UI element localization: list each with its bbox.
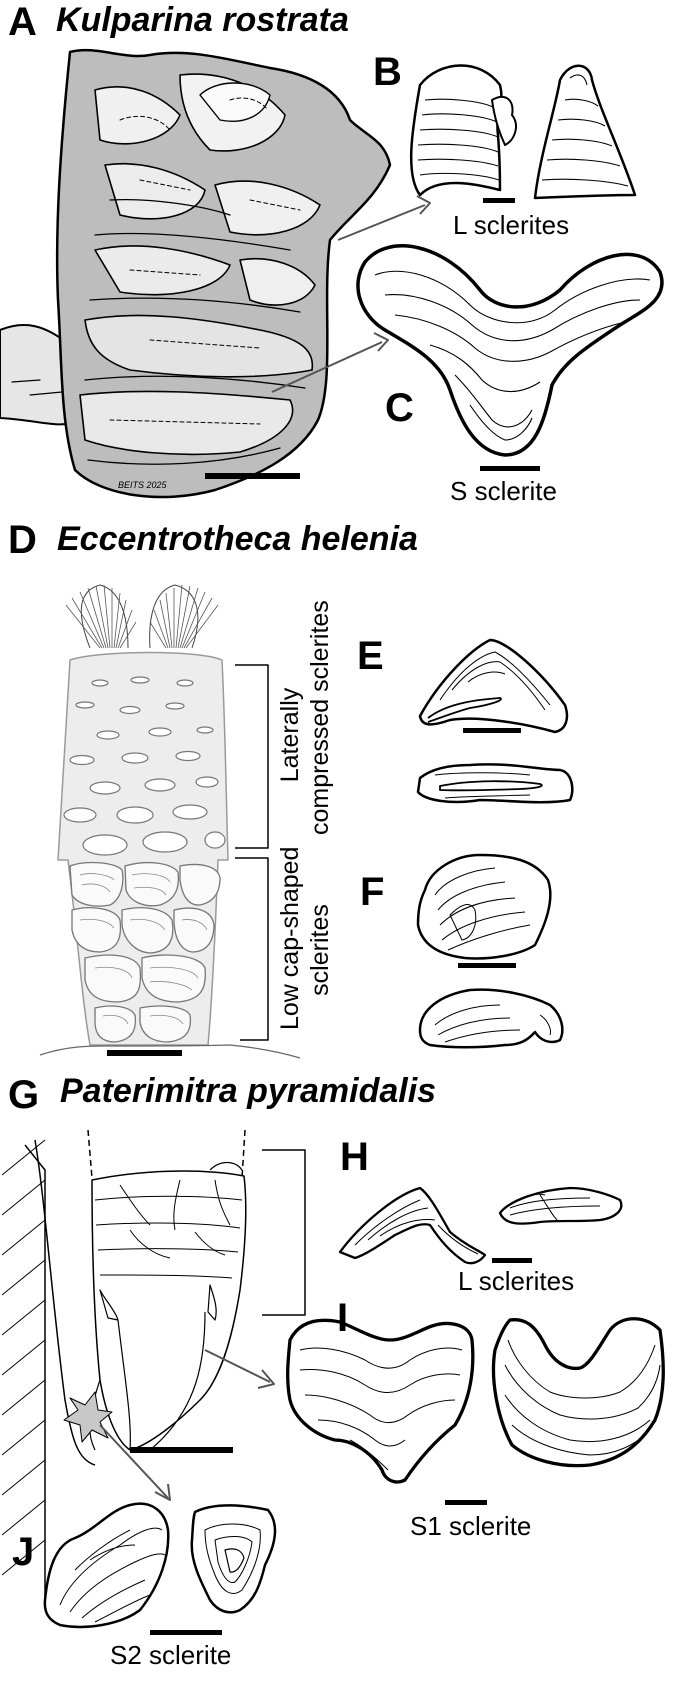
caption-c: S sclerite [450, 476, 557, 506]
bracket-label-upper: Laterally compressed sclerites [275, 600, 335, 835]
species-title-g: Paterimitra pyramidalis [60, 1072, 437, 1110]
bracket-label-lower-line1: Low cap-shaped [276, 846, 304, 1030]
artist-signature: BEITS 2025 [118, 480, 168, 490]
caption-b: L sclerites [453, 210, 570, 240]
panel-letter-i: I [337, 1296, 349, 1340]
panel-e-sclerites [416, 638, 574, 804]
panel-letter-c: C [385, 386, 414, 430]
species-title-d: Eccentrotheca helenia [57, 520, 418, 558]
panel-letter-h: H [340, 1135, 369, 1179]
eccentrotheca-drawing [39, 584, 301, 1059]
panel-i-sclerites [286, 1317, 665, 1505]
panel-letter-a: A [8, 0, 37, 44]
panel-letter-g: G [8, 1073, 40, 1117]
panel-letter-b: B [373, 50, 402, 94]
bracket-label-lower: Low cap-shaped sclerites [275, 846, 335, 1030]
panel-a-arrows [271, 195, 431, 393]
caption-i: S1 sclerite [410, 1511, 532, 1541]
kulparina-drawing: BEITS 2025 [0, 48, 392, 499]
bracket-label-upper-line2: compressed sclerites [306, 600, 334, 835]
panel-g-arrows [99, 1349, 275, 1501]
panel-c-sclerite [356, 244, 664, 471]
panel-b-sclerites [409, 64, 637, 203]
panel-letter-f: F [360, 870, 385, 914]
caption-j: S2 sclerite [110, 1640, 232, 1670]
panel-f-sclerites [416, 853, 564, 1049]
panel-h-sclerites [338, 1186, 623, 1265]
panel-j-sclerites [43, 1502, 277, 1635]
panel-letter-e: E [357, 634, 384, 678]
caption-h: L sclerites [458, 1266, 575, 1296]
panel-letter-j: J [12, 1530, 35, 1574]
bracket-label-lower-line2: sclerites [306, 904, 334, 996]
bracket-label-upper-line1: Laterally [276, 687, 304, 783]
paterimitra-drawing [1, 1129, 306, 1600]
panel-letter-d: D [8, 518, 37, 562]
species-title-a: Kulparina rostrata [56, 1, 349, 39]
